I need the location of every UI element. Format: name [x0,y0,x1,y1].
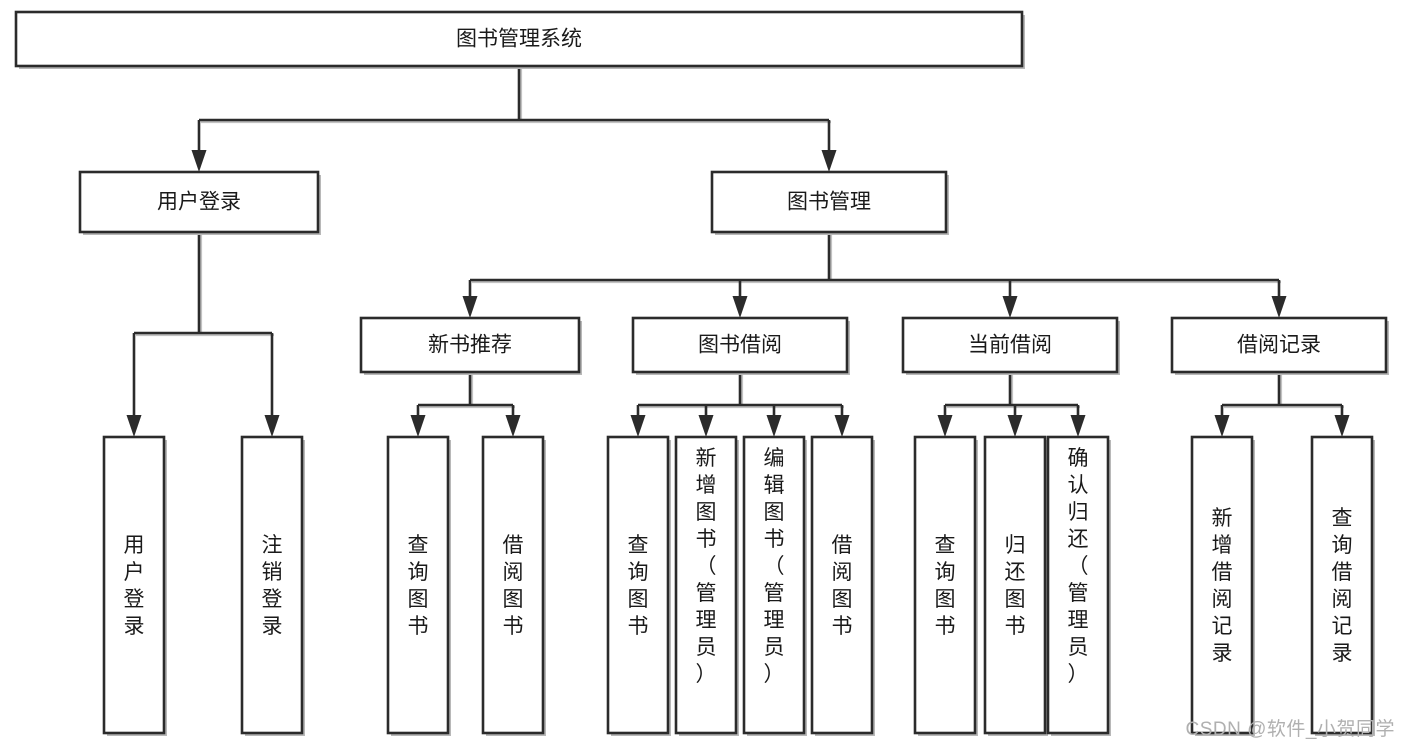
connector-shadow [420,374,515,409]
arrow-head-leaf-query-book-1 [410,415,426,437]
arrow-head-new-book-rec [462,296,478,318]
node-leaf-logout[interactable]: 注销登录 [240,435,305,736]
arrow-head-current-borrow [1002,296,1018,318]
node-label: 当前借阅 [968,334,1052,357]
node-leaf-borrow-book-1[interactable]: 借阅图书 [481,435,546,736]
node-book-manage[interactable]: 图书管理 [710,170,949,235]
connector-group-root [191,66,837,172]
node-rect[interactable] [913,435,977,735]
connector-shadow [947,374,1080,409]
node-label: 图书管理系统 [456,28,582,51]
connector-group-new-book-rec [410,372,521,437]
node-rect[interactable] [742,435,806,735]
node-rect[interactable] [631,316,849,374]
node-rect[interactable] [78,170,320,234]
node-leaf-add-book[interactable]: 新增图书（管理员） [674,435,739,736]
node-root[interactable]: 图书管理系统 [14,10,1025,69]
arrow-head-leaf-add-book [698,415,714,437]
node-label: 图书管理 [787,191,871,214]
node-label: 新增借阅记录 [1212,507,1233,665]
node-label: 用户登录 [157,191,241,214]
node-leaf-edit-book[interactable]: 编辑图书（管理员） [742,435,807,736]
node-label: 注销登录 [262,534,283,638]
connector-group-book-manage [462,232,1287,318]
node-label: 编辑图书（管理员） [764,447,785,686]
connector-shadow [472,234,1281,284]
node-rect[interactable] [901,316,1119,374]
node-rect[interactable] [710,170,948,234]
node-book-borrow[interactable]: 图书借阅 [631,316,850,375]
arrow-head-leaf-borrow-book-2 [834,415,850,437]
node-label: 查询图书 [628,534,649,638]
node-label: 新增图书（管理员） [696,447,717,686]
arrow-head-leaf-confirm-return [1070,415,1086,437]
node-rect[interactable] [674,435,738,735]
node-rect[interactable] [240,435,304,735]
connectors-layer [126,66,1350,437]
connector-shadow [136,234,274,337]
node-rect[interactable] [810,435,874,735]
node-leaf-query-book-2[interactable]: 查询图书 [606,435,671,736]
node-label: 归还图书 [1005,534,1026,638]
node-leaf-query-record[interactable]: 查询借阅记录 [1310,435,1375,736]
node-rect[interactable] [1310,435,1374,735]
node-leaf-confirm-return[interactable]: 确认归还（管理员） [1046,435,1111,736]
arrow-head-user-login [191,150,207,172]
node-label: 查询借阅记录 [1332,507,1353,665]
arrow-head-leaf-return-book [1007,415,1023,437]
node-rect[interactable] [481,435,545,735]
node-new-book-rec[interactable]: 新书推荐 [359,316,582,375]
nodes-layer: 图书管理系统用户登录图书管理新书推荐图书借阅当前借阅借阅记录用户登录注销登录查询… [14,10,1389,736]
node-rect[interactable] [359,316,581,374]
node-label: 图书借阅 [698,334,782,357]
node-rect[interactable] [14,10,1024,68]
node-label: 新书推荐 [428,334,512,357]
arrow-head-book-borrow [732,296,748,318]
node-label: 查询图书 [408,534,429,638]
arrow-head-leaf-logout [264,415,280,437]
connector-shadow [201,68,831,124]
node-label: 用户登录 [124,534,145,638]
arrow-head-leaf-query-book-2 [630,415,646,437]
arrow-head-leaf-edit-book [766,415,782,437]
arrow-head-leaf-borrow-book-1 [505,415,521,437]
node-label: 借阅记录 [1237,334,1321,357]
node-rect[interactable] [1170,316,1388,374]
connector-group-borrow-record [1214,372,1350,437]
connector-shadow [1224,374,1344,409]
node-rect[interactable] [1046,435,1110,735]
node-user-login[interactable]: 用户登录 [78,170,321,235]
node-leaf-query-book-3[interactable]: 查询图书 [913,435,978,736]
arrow-head-leaf-query-record [1334,415,1350,437]
node-leaf-query-book-1[interactable]: 查询图书 [386,435,451,736]
arrow-head-book-manage [821,150,837,172]
node-leaf-borrow-book-2[interactable]: 借阅图书 [810,435,875,736]
connector-group-book-borrow [630,372,850,437]
node-rect[interactable] [606,435,670,735]
node-rect[interactable] [1190,435,1254,735]
node-label: 借阅图书 [503,534,524,638]
connector-group-current-borrow [937,372,1086,437]
node-label: 查询图书 [935,534,956,638]
node-rect[interactable] [386,435,450,735]
arrow-head-leaf-user-login [126,415,142,437]
node-leaf-user-login[interactable]: 用户登录 [102,435,167,736]
arrow-head-leaf-add-record [1214,415,1230,437]
node-label: 确认归还（管理员） [1068,447,1089,686]
node-rect[interactable] [983,435,1047,735]
connector-shadow [640,374,844,409]
node-rect[interactable] [102,435,166,735]
node-leaf-return-book[interactable]: 归还图书 [983,435,1048,736]
arrow-head-borrow-record [1271,296,1287,318]
connector-group-user-login [126,232,280,437]
arrow-head-leaf-query-book-3 [937,415,953,437]
node-current-borrow[interactable]: 当前借阅 [901,316,1120,375]
node-leaf-add-record[interactable]: 新增借阅记录 [1190,435,1255,736]
node-label: 借阅图书 [832,534,853,638]
node-borrow-record[interactable]: 借阅记录 [1170,316,1389,375]
